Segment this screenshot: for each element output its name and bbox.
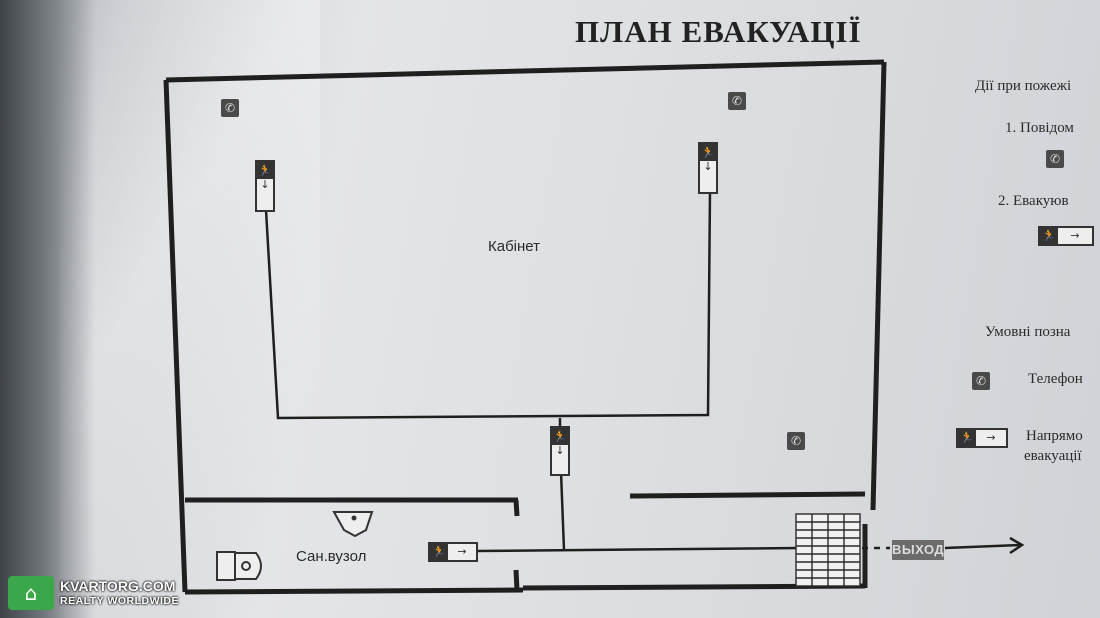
legend-direction-label-1: Напрямо — [1026, 428, 1083, 444]
instruction-step-2: 2. Евакуюв — [998, 193, 1069, 209]
exit-sign: ВЫХОД — [892, 540, 944, 560]
stairs-icon — [795, 513, 861, 587]
running-man-exit-icon: 🏃↓ — [698, 142, 718, 194]
running-man-exit-icon: 🏃↓ — [255, 160, 275, 212]
phone-icon: ✆ — [787, 432, 805, 450]
phone-icon: ✆ — [1046, 150, 1064, 168]
running-man-exit-icon: 🏃→ — [428, 542, 478, 562]
legend-heading: Умовні позна — [985, 324, 1071, 340]
house-icon: ⌂ — [8, 576, 54, 610]
toilet-icon — [216, 551, 262, 581]
evacuation-route-main — [475, 546, 801, 553]
phone-icon: ✆ — [221, 99, 239, 117]
arrow-right-icon — [1009, 536, 1025, 555]
room-label-wc: Сан.вузол — [296, 548, 367, 565]
wall-wc-door-stub — [513, 569, 520, 591]
running-man-exit-icon: 🏃↓ — [550, 426, 570, 476]
watermark-tagline: REALTY WORLDWIDE — [60, 595, 180, 607]
running-man-exit-icon: 🏃→ — [1038, 226, 1094, 246]
legend-phone-label: Телефон — [1028, 371, 1083, 387]
wall-bottom-left — [184, 587, 524, 595]
running-man-exit-icon: 🏃→ — [956, 428, 1008, 448]
phone-icon: ✆ — [972, 372, 990, 390]
evacuation-route-exit — [944, 543, 1021, 550]
watermark-name: KVARTORG.COM — [60, 578, 176, 594]
instruction-step-1: 1. Повідом — [1005, 120, 1074, 136]
evacuation-route-office — [264, 189, 712, 420]
wall-wc-stub — [513, 499, 520, 517]
sink-icon — [332, 511, 374, 538]
legend-direction-label-2: евакуації — [1024, 448, 1082, 464]
instructions-heading: Дії при пожежі — [975, 78, 1072, 94]
wall-top — [165, 59, 885, 83]
wall-right-upper — [870, 61, 887, 511]
wall-corridor-top — [629, 491, 866, 499]
site-watermark: ⌂ KVARTORG.COM REALTY WORLDWIDE — [8, 576, 179, 610]
room-label-office: Кабінет — [488, 238, 541, 255]
glare-reflection — [60, 0, 320, 618]
evacuation-route-corridor — [559, 471, 566, 551]
wall-left — [163, 79, 188, 593]
phone-icon: ✆ — [728, 92, 746, 110]
frame-edge — [0, 0, 95, 618]
plan-title: ПЛАН ЕВАКУАЦІЇ — [575, 14, 862, 49]
